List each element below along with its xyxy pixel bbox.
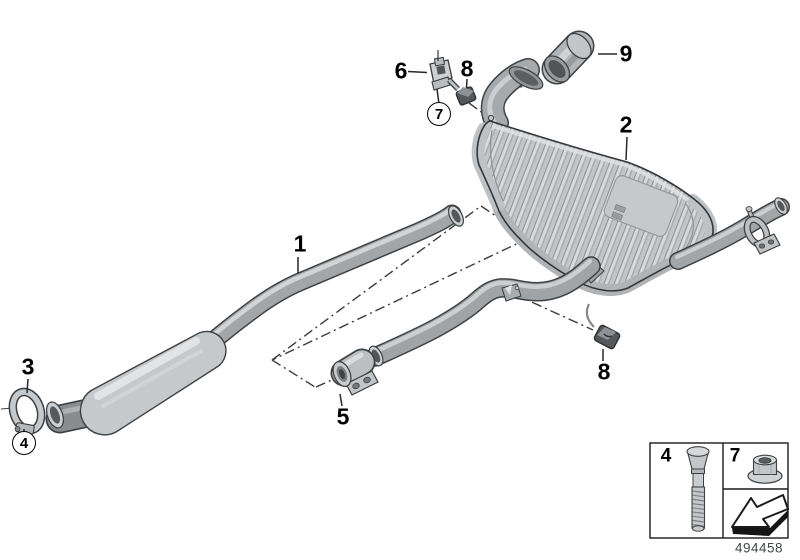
callout-8-bottom[interactable]: 8 (597, 358, 611, 385)
tailpipe-trim-part-9 (541, 30, 595, 85)
rubber-mount-8-bottom (585, 303, 621, 350)
legend-box (649, 442, 789, 539)
tailpipe-and-trim-9 (480, 30, 595, 135)
direction-arrow-icon (731, 494, 789, 536)
legend-bolt-label: 4 (660, 445, 672, 467)
callout-8-top[interactable]: 8 (460, 55, 474, 82)
flange-nut-icon (747, 454, 783, 484)
pipe-clamp-part-5 (330, 348, 379, 396)
clamp-part-3 (8, 387, 46, 435)
diagram-number: 494458 (734, 540, 784, 556)
rubber-mount-8-top (455, 86, 477, 106)
callout-2[interactable]: 2 (619, 111, 633, 138)
hanger-bracket-part-6 (429, 56, 460, 91)
outlet-pipe-with-clamp (669, 197, 790, 270)
callout-4-circled[interactable]: 4 (12, 431, 36, 455)
rear-muffler-part-2 (471, 120, 718, 296)
callout-6[interactable]: 6 (394, 57, 408, 84)
leader-lines (23, 50, 628, 433)
front-pipe-part-1 (0, 204, 464, 436)
callout-9[interactable]: 9 (619, 40, 633, 67)
callout-3[interactable]: 3 (21, 353, 35, 380)
callout-5[interactable]: 5 (336, 403, 350, 430)
legend-nut-label: 7 (729, 445, 741, 467)
rear-muffler-front-pipe (365, 256, 605, 367)
bolt-icon (686, 446, 710, 532)
callout-7-circled[interactable]: 7 (427, 102, 451, 126)
callout-1[interactable]: 1 (293, 230, 307, 257)
